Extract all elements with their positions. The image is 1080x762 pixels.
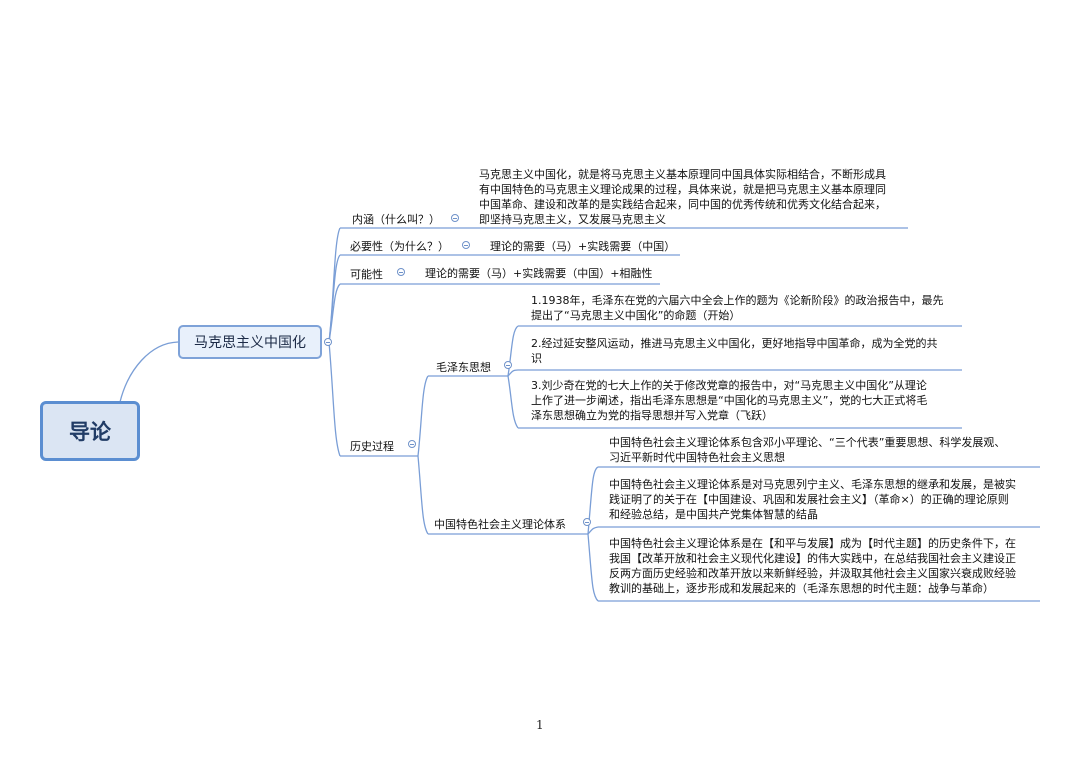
branch-mao[interactable]: 毛泽东思想 xyxy=(436,361,491,374)
branch-history[interactable]: 历史过程 xyxy=(350,440,394,453)
text-line: 中国特色社会主义理论体系包含邓小平理论、“三个代表”重要思想、科学发展观、 xyxy=(609,436,1006,449)
collapse-icon[interactable] xyxy=(397,268,405,276)
possibility-text: 理论的需要（马）+实践需要（中国）+相融性 xyxy=(425,267,653,280)
root-topic[interactable]: 导论 xyxy=(40,401,140,461)
text-line: 习近平新时代中国特色社会主义思想 xyxy=(609,451,785,464)
text-line: 践证明了的关于在【中国建设、巩固和发展社会主义】（革命×）的正确的理论原则 xyxy=(609,493,1009,506)
text-line: 反两方面历史经验和改革开放以来新鲜经验，并汲取其他社会主义国家兴衰成败经验 xyxy=(609,567,1016,580)
main-label: 马克思主义中国化 xyxy=(194,335,306,351)
necessity-text: 理论的需要（马）+实践需要（中国） xyxy=(490,240,676,253)
text-line: 中国特色社会主义理论体系是在【和平与发展】成为【时代主题】的历史条件下，在 xyxy=(609,537,1016,550)
text-line: 和经验总结，是中国共产党集体智慧的结晶 xyxy=(609,508,818,521)
text-line: 识 xyxy=(531,352,542,365)
text-line: 马克思主义中国化，就是将马克思主义基本原理同中国具体实际相结合，不断形成具 xyxy=(479,168,886,181)
collapse-icon[interactable] xyxy=(451,214,459,222)
page-number: 1 xyxy=(536,718,544,732)
text-line: 教训的基础上，逐步形成和发展起来的（毛泽东思想的时代主题：战争与革命） xyxy=(609,582,994,595)
branch-possibility[interactable]: 可能性 xyxy=(350,268,383,281)
branch-socialism-theory[interactable]: 中国特色社会主义理论体系 xyxy=(434,518,566,531)
collapse-icon[interactable] xyxy=(504,361,512,369)
root-label: 导论 xyxy=(69,420,111,444)
collapse-icon[interactable] xyxy=(583,518,591,526)
text-line: 提出了“马克思主义中国化”的命题（开始） xyxy=(531,309,741,322)
branch-connotation[interactable]: 内涵（什么叫？） xyxy=(352,213,440,226)
collapse-icon[interactable] xyxy=(408,440,416,448)
text-line: 中国特色社会主义理论体系是对马克思列宁主义、毛泽东思想的继承和发展，是被实 xyxy=(609,478,1016,491)
text-line: 中国革命、建设和改革的是实践结合起来，同中国的优秀传统和优秀文化结合起来， xyxy=(479,198,886,211)
text-line: 上作了进一步阐述，指出毛泽东思想是“中国化的马克思主义”，党的七大正式将毛 xyxy=(531,394,928,407)
text-line: 有中国特色的马克思主义理论成果的过程，具体来说，就是把马克思主义基本原理同 xyxy=(479,183,886,196)
text-line: 2.经过延安整风运动，推进马克思主义中国化，更好地指导中国革命，成为全党的共 xyxy=(531,337,938,350)
branch-necessity[interactable]: 必要性（为什么？） xyxy=(350,240,449,253)
text-line: 1.1938年，毛泽东在党的六届六中全会上作的题为《论新阶段》的政治报告中，最先 xyxy=(531,294,944,307)
text-line: 我国【改革开放和社会主义现代化建设】的伟大实践中，在总结我国社会主义建设正 xyxy=(609,552,1016,565)
collapse-icon[interactable] xyxy=(462,241,470,249)
collapse-icon[interactable] xyxy=(324,338,332,346)
text-line: 泽东思想确立为党的指导思想并写入党章（飞跃） xyxy=(531,409,773,422)
main-topic[interactable]: 马克思主义中国化 xyxy=(178,325,322,359)
text-line: 3.刘少奇在党的七大上作的关于修改党章的报告中，对“马克思主义中国化”从理论 xyxy=(531,379,927,392)
text-line: 即坚持马克思主义，又发展马克思主义 xyxy=(479,213,666,226)
